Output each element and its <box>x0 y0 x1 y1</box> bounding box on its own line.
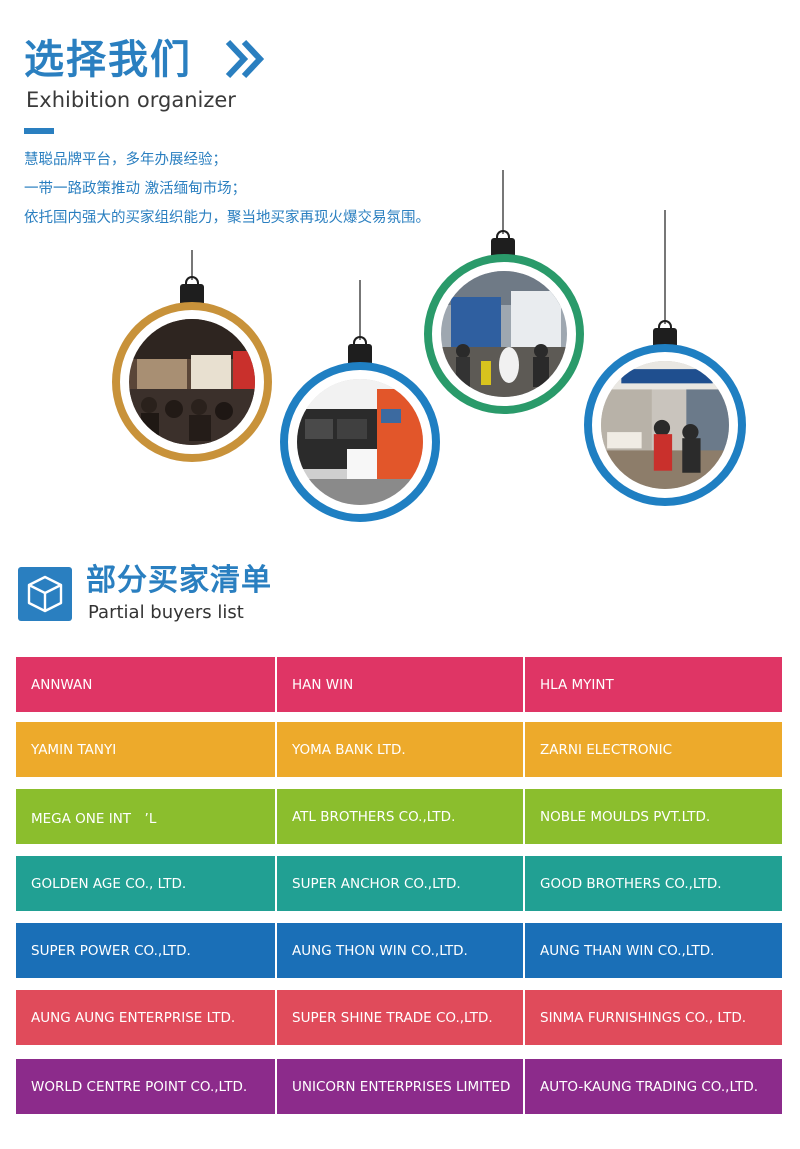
binder-clip-icon <box>653 320 677 348</box>
buyers-list-title: 部分买家清单 <box>86 563 272 598</box>
buyer-cell: NOBLE MOULDS PVT.LTD. <box>525 789 782 844</box>
buyer-cell: ANNWAN <box>16 657 275 712</box>
table-row: MEGA ONE INT ’L ATL BROTHERS CO.,LTD. NO… <box>16 789 782 844</box>
exhibition-photo <box>297 379 423 505</box>
exhibition-photo-frame <box>112 302 272 462</box>
accent-divider <box>24 128 54 134</box>
binder-clip-icon <box>180 276 204 304</box>
page-subtitle: Exhibition organizer <box>26 88 236 112</box>
buyer-cell: SUPER SHINE TRADE CO.,LTD. <box>277 990 523 1045</box>
buyer-cell: SUPER ANCHOR CO.,LTD. <box>277 856 523 911</box>
intro-line: 依托国内强大的买家组织能力，聚当地买家再现火爆交易氛围。 <box>24 210 430 226</box>
buyer-cell: SUPER POWER CO.,LTD. <box>16 923 275 978</box>
table-row: ANNWAN HAN WIN HLA MYINT <box>16 657 782 712</box>
buyer-cell: ATL BROTHERS CO.,LTD. <box>277 789 523 844</box>
table-row: GOLDEN AGE CO., LTD. SUPER ANCHOR CO.,LT… <box>16 856 782 911</box>
box-icon <box>18 567 72 621</box>
buyer-cell: SINMA FURNISHINGS CO., LTD. <box>525 990 782 1045</box>
double-chevron-right-icon <box>224 34 268 84</box>
exhibition-photo <box>441 271 567 397</box>
binder-clip-icon <box>348 336 372 364</box>
exhibition-photo <box>129 319 255 445</box>
buyer-cell: WORLD CENTRE POINT CO.,LTD. <box>16 1059 275 1114</box>
buyer-cell: ZARNI ELECTRONIC <box>525 722 782 777</box>
buyer-cell: HAN WIN <box>277 657 523 712</box>
exhibition-photo-frame <box>584 344 746 506</box>
table-row: SUPER POWER CO.,LTD. AUNG THON WIN CO.,L… <box>16 923 782 978</box>
intro-line: 一带一路政策推动 激活缅甸市场； <box>24 181 247 197</box>
hanging-string <box>359 280 361 340</box>
buyer-cell: MEGA ONE INT ’L <box>16 789 275 844</box>
exhibition-photo <box>601 361 729 489</box>
buyer-cell: UNICORN ENTERPRISES LIMITED <box>277 1059 523 1114</box>
buyers-table: ANNWAN HAN WIN HLA MYINT YAMIN TANYI YOM… <box>16 657 782 1114</box>
binder-clip-icon <box>491 230 515 258</box>
buyers-list-subtitle: Partial buyers list <box>88 602 244 623</box>
buyer-cell: AUNG THON WIN CO.,LTD. <box>277 923 523 978</box>
exhibition-photo-frame <box>424 254 584 414</box>
buyer-cell: AUNG THAN WIN CO.,LTD. <box>525 923 782 978</box>
buyer-cell: AUTO-KAUNG TRADING CO.,LTD. <box>525 1059 782 1114</box>
intro-line: 慧聪品牌平台，多年办展经验； <box>24 152 227 168</box>
table-row: AUNG AUNG ENTERPRISE LTD. SUPER SHINE TR… <box>16 990 782 1045</box>
hanging-string <box>502 170 504 234</box>
page-title: 选择我们 <box>24 37 192 83</box>
buyer-cell: YOMA BANK LTD. <box>277 722 523 777</box>
buyer-cell: YAMIN TANYI <box>16 722 275 777</box>
table-row: YAMIN TANYI YOMA BANK LTD. ZARNI ELECTRO… <box>16 722 782 777</box>
exhibition-photo-frame <box>280 362 440 522</box>
hanging-string <box>191 250 193 280</box>
buyer-cell: GOLDEN AGE CO., LTD. <box>16 856 275 911</box>
buyer-cell: HLA MYINT <box>525 657 782 712</box>
buyer-cell: GOOD BROTHERS CO.,LTD. <box>525 856 782 911</box>
buyer-cell: AUNG AUNG ENTERPRISE LTD. <box>16 990 275 1045</box>
intro-text: 慧聪品牌平台，多年办展经验； 一带一路政策推动 激活缅甸市场； 依托国内强大的买… <box>24 146 564 233</box>
hanging-string <box>664 210 666 324</box>
table-row: WORLD CENTRE POINT CO.,LTD. UNICORN ENTE… <box>16 1059 782 1114</box>
